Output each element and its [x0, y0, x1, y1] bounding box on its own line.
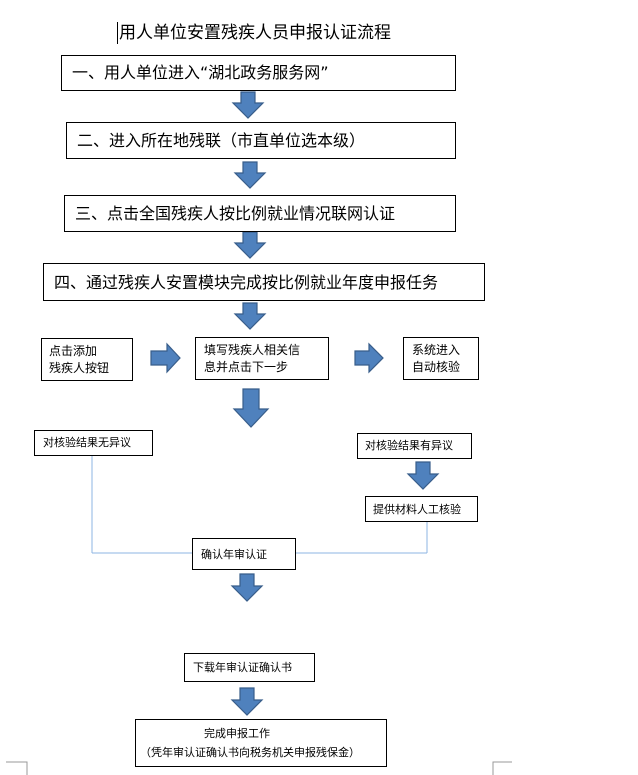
connector-lines: [91, 456, 428, 554]
add-disabled-button-box: 点击添加 残疾人按钮: [41, 338, 133, 381]
step-2-label: 二、进入所在地残联（市直单位选本级）: [77, 131, 366, 150]
no-objection-box: 对核验结果无异议: [34, 430, 153, 456]
right-arrow-1: [150, 342, 181, 374]
auto-verify-line2: 自动核验: [412, 360, 461, 374]
download-confirmation-box: 下载年审认证确认书: [184, 653, 315, 682]
right-arrow-2: [354, 342, 384, 374]
confirm-annual-box: 确认年审认证: [192, 538, 296, 570]
step-4-box: 四、通过残疾人安置模块完成按比例就业年度申报任务: [43, 263, 485, 301]
auto-verify-line1: 系统进入: [412, 343, 461, 357]
fill-info-line2: 息并点击下一步: [204, 360, 289, 374]
fill-info-line1: 填写残疾人相关信: [204, 343, 301, 357]
manual-verify-label: 提供材料人工核验: [373, 503, 461, 516]
add-disabled-line2: 残疾人按钮: [49, 361, 110, 375]
manual-verify-box: 提供材料人工核验: [365, 496, 478, 522]
step-3-box: 三、点击全国残疾人按比例就业情况联网认证: [64, 195, 456, 232]
complete-box: 完成申报工作 （凭年审认证确认书向税务机关申报残保金）: [135, 719, 387, 767]
add-disabled-line1: 点击添加: [49, 344, 98, 358]
down-arrow-5: [232, 388, 270, 428]
no-objection-label: 对核验结果无异议: [43, 436, 131, 449]
step-1-box: 一、用人单位进入“湖北政务服务网”: [61, 55, 456, 91]
down-arrow-8: [230, 687, 264, 716]
corner-mark-left: [6, 761, 28, 775]
step-1-label: 一、用人单位进入“湖北政务服务网”: [72, 63, 329, 82]
down-arrow-7: [230, 573, 264, 602]
down-arrow-2: [233, 161, 267, 189]
confirm-annual-label: 确认年审认证: [201, 548, 267, 561]
step-3-label: 三、点击全国残疾人按比例就业情况联网认证: [75, 204, 396, 223]
complete-line1: 完成申报工作: [204, 727, 270, 740]
complete-line2: （凭年审认证确认书向税务机关申报残保金）: [140, 746, 360, 759]
down-arrow-6: [406, 461, 440, 490]
objection-box: 对核验结果有异议: [357, 433, 472, 459]
corner-mark-right: [492, 761, 512, 775]
page-corner-marks: [6, 761, 512, 775]
page-title: 用人单位安置残疾人员申报认证流程: [117, 22, 391, 44]
down-arrow-4: [233, 302, 267, 330]
arrows: [150, 91, 440, 716]
download-confirmation-label: 下载年审认证确认书: [193, 661, 292, 674]
step-4-label: 四、通过残疾人安置模块完成按比例就业年度申报任务: [54, 273, 439, 292]
step-2-box: 二、进入所在地残联（市直单位选本级）: [66, 122, 456, 159]
auto-verify-box: 系统进入 自动核验: [403, 337, 479, 380]
objection-label: 对核验结果有异议: [365, 439, 453, 452]
fill-info-box: 填写残疾人相关信 息并点击下一步: [195, 337, 329, 380]
down-arrow-1: [231, 91, 265, 119]
down-arrow-3: [233, 231, 267, 259]
